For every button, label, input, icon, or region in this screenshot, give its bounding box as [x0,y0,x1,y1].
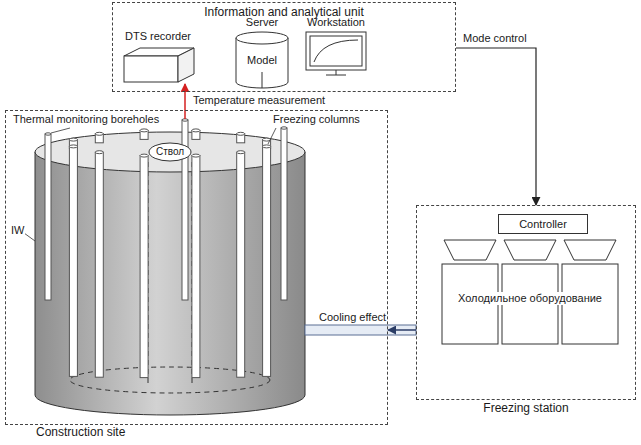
node-label: Freezing station [483,401,568,415]
server-cylinder: ServerModel [232,16,292,90]
leader-line [268,128,276,144]
shaft-ellipse: Ствол [148,142,192,162]
edge-label: Temperature measurement [192,94,326,107]
freezing-columns-front [69,145,270,378]
connector-arrow [184,84,186,110]
node-label: Workstation [307,16,365,29]
node-label: Холодильное оборудование [456,292,604,305]
callout-label: Thermal monitoring boreholes [12,113,160,126]
callout-label: Freezing columns [272,113,361,126]
node-label: DTS recorder [125,30,191,43]
leader-line [24,233,35,241]
refrigeration-units: Холодильное оборудование [440,240,620,346]
station-panel: Freezing stationControllerХолодильное об… [416,205,636,400]
callout-label: IW [10,224,25,237]
leader-line [51,128,70,133]
measurement-line [184,110,186,119]
dts-recorder: DTS recorder [118,30,198,84]
unit-panel: Information and analytical unitDTS recor… [112,2,456,92]
cooling-pipe [305,325,416,335]
node-sublabel: Model [247,54,277,67]
connector-arrow [456,48,536,205]
workstation-monitor: Workstation [298,16,374,78]
controller-box: Controller [498,214,588,234]
edge-label: Mode control [462,32,528,45]
node-label: Controller [519,218,567,231]
site-panel: Construction siteСтвол [5,110,388,425]
node-label: Server [246,16,278,29]
node-label: Ствол [156,146,184,158]
node-label: Construction site [36,425,125,439]
edge-label: Cooling effect [318,311,387,324]
monitoring-boreholes [45,119,287,300]
connector-arrow [388,329,416,331]
